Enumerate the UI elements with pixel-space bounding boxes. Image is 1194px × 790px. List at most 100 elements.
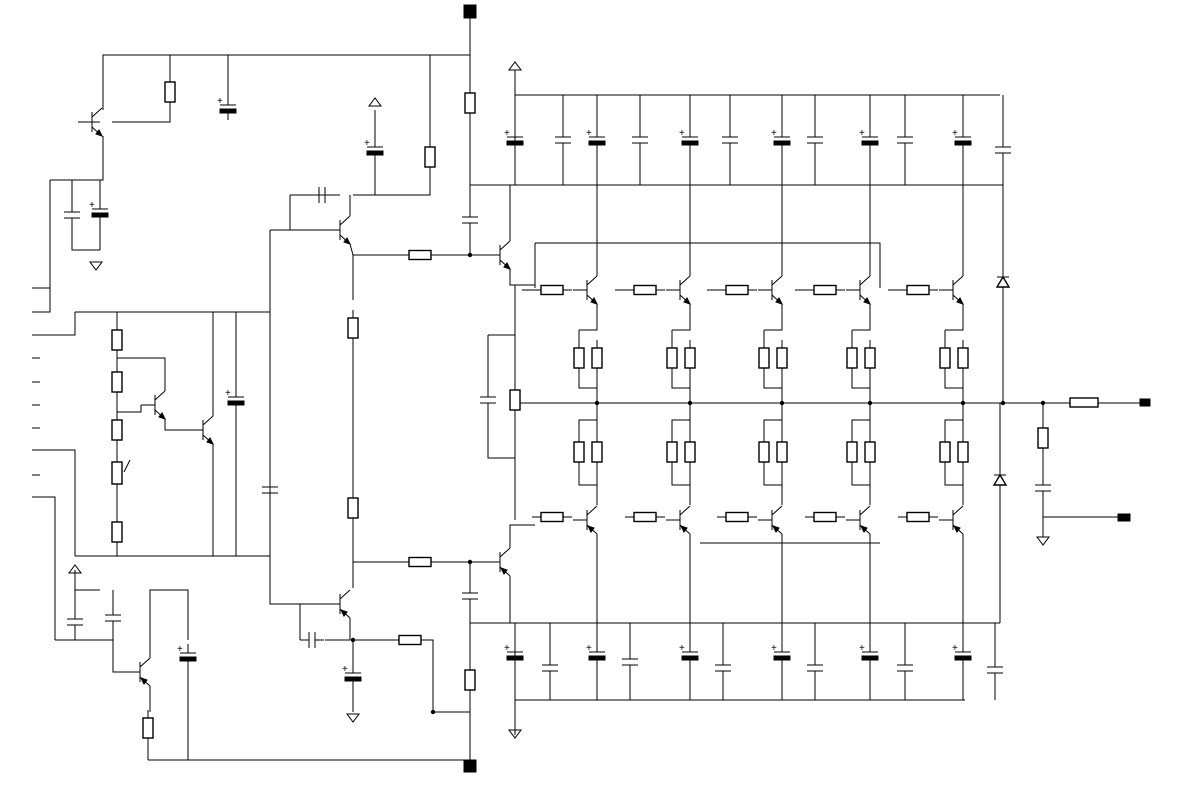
collector-lead <box>771 275 783 286</box>
wire <box>763 419 782 434</box>
wire <box>578 376 597 389</box>
inductor-body <box>1069 397 1099 408</box>
ground-symbol <box>89 261 103 271</box>
resistor-body <box>957 441 969 463</box>
resistor-body <box>939 347 951 369</box>
diode-triangle <box>995 275 1011 288</box>
wire-layer <box>32 18 1140 761</box>
resistor-body <box>347 497 359 519</box>
wire <box>509 269 535 286</box>
collector-lead <box>586 275 598 286</box>
c29-symbol <box>555 128 571 152</box>
ground-symbol <box>368 97 382 107</box>
r30-symbol <box>532 511 572 523</box>
resistor-body <box>633 511 657 523</box>
r23-symbol <box>111 364 123 400</box>
emitter-arrow <box>956 297 964 305</box>
resistor-body <box>164 81 176 103</box>
q16-symbol <box>78 107 103 137</box>
q3-symbol <box>141 390 166 420</box>
wire <box>671 419 690 434</box>
resistor-body <box>633 284 657 296</box>
collector-lead <box>952 275 964 286</box>
plus-mark: + <box>859 643 865 654</box>
resistor-body <box>464 92 476 114</box>
junction-dot <box>430 709 436 715</box>
r44-symbol <box>684 434 696 470</box>
resistor-body <box>424 146 436 168</box>
collector-lead <box>859 275 871 286</box>
junction-dot <box>867 400 873 406</box>
wire <box>851 419 870 434</box>
wire <box>40 180 51 313</box>
emitter-arrow <box>680 525 688 533</box>
plate-negative <box>366 150 384 156</box>
plate-negative <box>861 140 879 146</box>
wire <box>117 405 142 413</box>
t1-symbol <box>189 415 214 445</box>
wire <box>671 470 690 486</box>
c9-symbol: + <box>504 128 524 152</box>
plus-mark: + <box>504 128 510 139</box>
wire <box>149 589 189 658</box>
plus-mark: + <box>217 96 223 107</box>
resistor-body <box>408 556 432 568</box>
r36-symbol <box>573 340 585 376</box>
r43-symbol <box>666 340 678 376</box>
wire <box>509 524 535 548</box>
d1-symbol <box>992 466 1008 494</box>
collector-lead <box>202 415 214 426</box>
c38-symbol <box>987 658 1003 682</box>
r16-symbol <box>111 412 123 448</box>
emitter-arrow <box>772 525 780 533</box>
plate-negative <box>861 655 879 661</box>
plate-negative <box>681 655 699 661</box>
r26-symbol <box>898 284 938 296</box>
r42-symbol <box>684 340 696 376</box>
resistor-body <box>142 717 154 739</box>
wire <box>117 357 166 391</box>
c8-symbol <box>300 632 324 648</box>
resistor-body <box>666 347 678 369</box>
wire <box>430 639 470 713</box>
resistor-body <box>758 441 770 463</box>
r24-symbol <box>111 514 123 550</box>
plate-negative <box>954 140 972 146</box>
connector-pad <box>463 4 477 19</box>
junction-dot <box>350 637 356 643</box>
resistor-body <box>684 347 696 369</box>
resistor-body <box>666 441 678 463</box>
wiper <box>123 459 131 473</box>
r40-symbol <box>164 74 176 110</box>
c19-symbol: + <box>859 643 879 667</box>
resistor-body <box>846 441 858 463</box>
wire <box>944 419 963 434</box>
r7-symbol <box>758 434 770 470</box>
c37-symbol <box>715 656 731 680</box>
plate-negative <box>506 655 524 661</box>
r4-symbol <box>758 340 770 376</box>
q8-symbol <box>666 275 691 305</box>
wire <box>40 449 76 556</box>
c39-symbol <box>897 656 913 680</box>
r3-symbol <box>776 340 788 376</box>
q17-symbol <box>126 657 151 687</box>
ground-triangle <box>508 729 522 739</box>
c1-symbol: + <box>342 664 362 688</box>
r32-symbol <box>957 434 969 470</box>
junction-dot <box>960 400 966 406</box>
r8-symbol <box>717 511 757 523</box>
plus-mark: + <box>679 128 685 139</box>
diode-triangle <box>992 473 1008 486</box>
resistor-body <box>111 329 123 351</box>
ground-symbol <box>1036 536 1050 546</box>
c20-symbol: + <box>952 128 972 152</box>
c30-symbol <box>632 128 648 152</box>
ground-triangle <box>346 713 360 723</box>
emitter-arrow <box>503 262 511 270</box>
q5-symbol <box>486 547 511 577</box>
c6-symbol: + <box>679 643 699 667</box>
c12-symbol <box>1035 476 1051 500</box>
emitter-arrow <box>775 297 783 305</box>
wire <box>578 470 597 486</box>
